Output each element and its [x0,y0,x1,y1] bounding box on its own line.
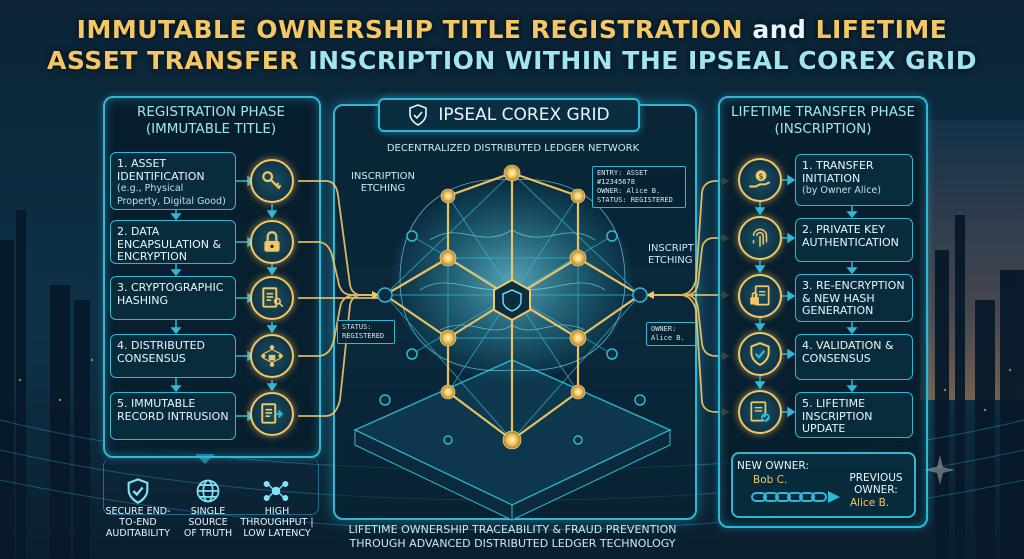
inscription-etching-right: INSCRIPT ETCHING [648,243,694,266]
document-key-icon [250,276,294,320]
transfer-step-2: 2. PRIVATE KEY AUTHENTICATION [795,218,913,262]
transfer-step-3: 3. RE-ENCRYPTION & NEW HASH GENERATION [795,274,913,322]
status-tag: STATUS: REGISTERED [337,320,395,344]
document-arrow-icon [250,392,294,436]
owner-change-box [731,452,916,518]
new-owner-name: Bob C. [753,474,788,486]
registration-step-2: 2. DATA ENCAPSULATION & ENCRYPTION [110,220,236,264]
previous-owner-label: PREVIOUS OWNER: [849,472,903,496]
shield-icon [409,104,428,126]
registration-phase-title: REGISTRATION PHASE (IMMUTABLE TITLE) [136,104,286,137]
features-bracket [103,458,319,515]
network-icon [263,480,289,502]
globe-icon [196,479,220,503]
fingerprint-icon [738,216,782,260]
shield-check-icon [738,332,782,376]
registration-step-4: 4. DISTRIBUTED CONSENSUS [110,334,236,378]
svg-text:$: $ [759,172,764,181]
document-check-icon [738,390,782,434]
registration-step-5: 5. IMMUTABLE RECORD INTRUSION [110,392,236,440]
entry-tag: ENTRY: ASSET #12345678 OWNER: Alice B. S… [592,166,686,208]
transfer-phase-title: LIFETIME TRANSFER PHASE (INSCRIPTION) [730,104,916,137]
grid-title-box: IPSEAL COREX GRID [378,98,640,132]
key-hand-icon [250,159,294,203]
grid-title: IPSEAL COREX GRID [438,105,610,125]
transfer-step-1: 1. TRANSFER INITIATION (by Owner Alice) [795,154,913,206]
sparkle-icon [925,455,955,485]
transfer-step-5: 5. LIFETIME INSCRIPTION UPDATE [795,392,913,438]
features-pointer [195,454,215,464]
main-title: IMMUTABLE OWNERSHIP TITLE REGISTRATION a… [47,15,977,75]
shield-check-icon [127,478,149,504]
registration-step-3: 3. CRYPTOGRAPHIC HASHING [110,276,236,320]
transfer-step-4: 4. VALIDATION & CONSENSUS [795,334,913,380]
chain-link-icon [751,491,840,503]
coin-hand-icon: $ [738,158,782,202]
new-owner-label: NEW OWNER: [737,460,809,472]
owner-tag: OWNER: Alice B. [646,322,696,346]
lock-document-icon [738,274,782,318]
inscription-etching-left: INSCRIPTION ETCHING [350,171,416,194]
previous-owner-name: Alice B. [850,497,890,509]
footer-caption: LIFETIME OWNERSHIP TRACEABILITY & FRAUD … [348,523,677,550]
registration-step-1: 1. ASSET IDENTIFICATION (e.g., Physical … [110,152,236,210]
network-lock-icon [250,334,294,378]
padlock-icon [250,220,294,264]
network-label: DECENTRALIZED DISTRIBUTED LEDGER NETWORK [386,143,640,154]
